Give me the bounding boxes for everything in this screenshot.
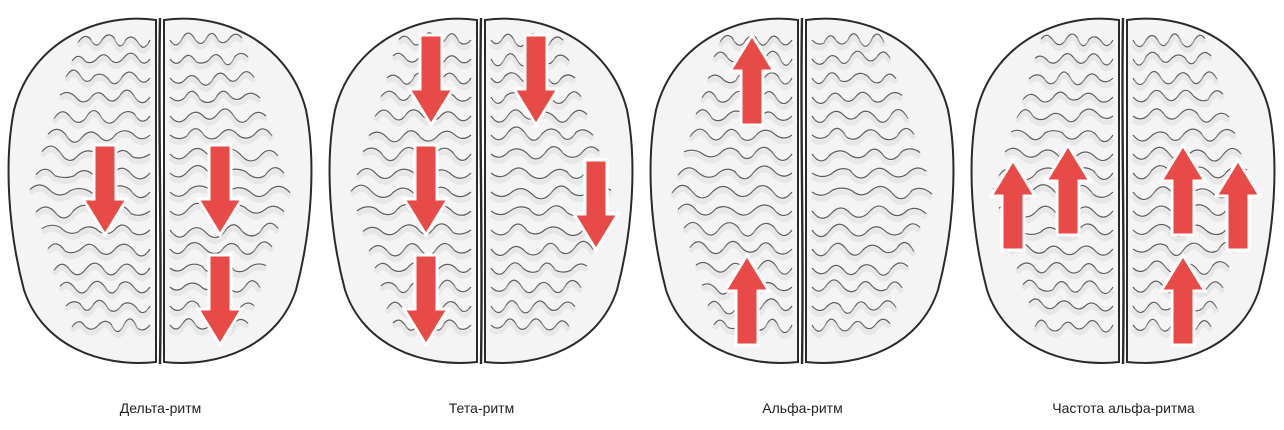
longitudinal-fissure — [480, 18, 481, 364]
panel-caption: Частота альфа-ритма — [963, 400, 1284, 416]
longitudinal-fissure — [1122, 18, 1123, 364]
panel-caption: Дельта-ритм — [0, 400, 321, 416]
panel-caption: Тета-ритм — [321, 400, 642, 416]
brain-panel-alpha: Альфа-ритм — [642, 0, 963, 430]
longitudinal-fissure — [801, 18, 802, 364]
panel-caption: Альфа-ритм — [642, 400, 963, 416]
brain-illustration — [642, 0, 963, 380]
brain-illustration — [321, 0, 642, 380]
brain-panel-alpha-frequency: Частота альфа-ритма — [963, 0, 1284, 430]
brain-panel-delta: Дельта-ритм — [0, 0, 321, 430]
brain-illustration — [963, 0, 1284, 380]
brain-panel-theta: Тета-ритм — [321, 0, 642, 430]
brain-illustration — [0, 0, 321, 380]
longitudinal-fissure — [159, 18, 160, 364]
